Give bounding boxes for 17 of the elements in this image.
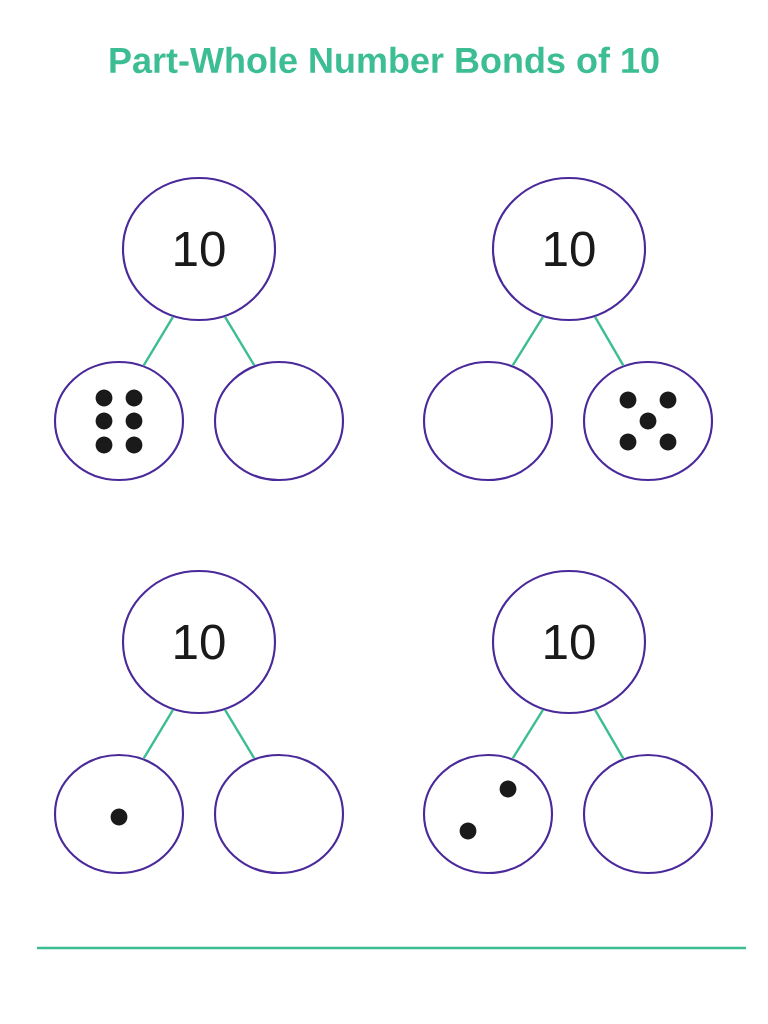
- connector-line: [224, 709, 256, 760]
- part-circle: [582, 753, 714, 875]
- part-circle: [213, 753, 345, 875]
- part-circle: [422, 753, 554, 875]
- part-circle: [53, 753, 185, 875]
- connector-line: [511, 709, 544, 760]
- title: Part-Whole Number Bonds of 10: [110, 46, 659, 74]
- connector-line: [142, 709, 174, 760]
- connector-line: [511, 316, 544, 367]
- part-circle: [213, 360, 345, 482]
- part-circle: [582, 360, 714, 482]
- connector-line: [594, 316, 625, 367]
- connector-line: [594, 709, 625, 760]
- connector-line: [142, 316, 174, 367]
- connector-line: [224, 316, 256, 367]
- part-circle: [53, 360, 185, 482]
- part-circle: [422, 360, 554, 482]
